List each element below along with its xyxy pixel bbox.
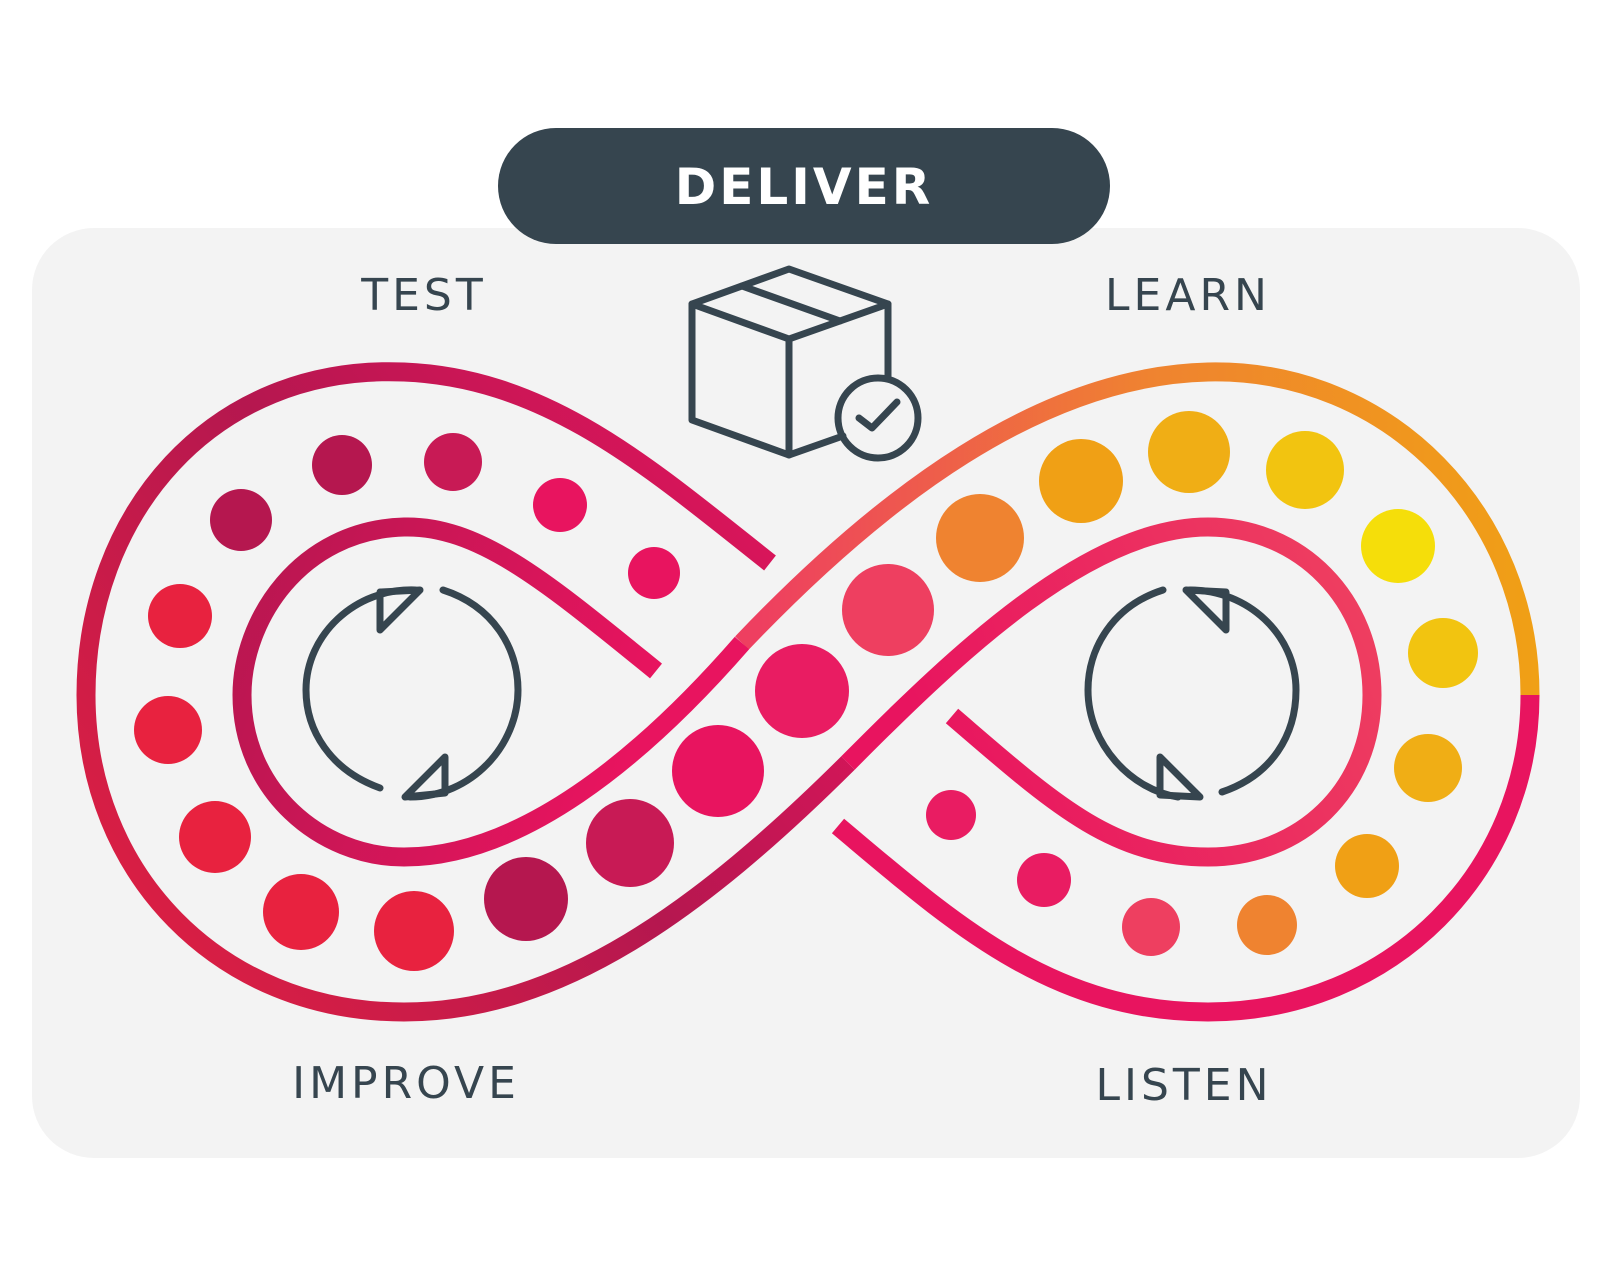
dot [1237, 895, 1297, 955]
loop-left-inner-band [232, 517, 750, 867]
refresh-cycle-icon-left [302, 586, 522, 801]
dot [672, 725, 764, 817]
dot [148, 584, 212, 648]
dot [926, 790, 976, 840]
loop-right-outer-band [735, 362, 1540, 696]
dot [1408, 618, 1478, 688]
loop-right-inner-band [841, 517, 1382, 867]
loop-right-bottom-band [831, 694, 1540, 1022]
dot [586, 799, 674, 887]
dot [424, 433, 482, 491]
stage-label-improve: IMPROVE [292, 1058, 520, 1109]
dot [1122, 898, 1180, 956]
deliver-title: DELIVER [675, 158, 933, 216]
dot [210, 489, 272, 551]
dot [1335, 834, 1399, 898]
dot [1017, 853, 1071, 907]
dot [1148, 411, 1230, 493]
stage-label-listen: LISTEN [1095, 1060, 1272, 1111]
infinity-loop [76, 362, 1540, 1022]
dot [1266, 431, 1344, 509]
dot [312, 435, 372, 495]
dot [1361, 509, 1435, 583]
dot [134, 696, 202, 764]
stage-label-learn: LEARN [1105, 270, 1271, 321]
dot [755, 644, 849, 738]
dot [533, 478, 587, 532]
loop-left-outer-band [76, 362, 855, 1022]
dot [179, 801, 251, 873]
deliver-title-pill: DELIVER [498, 128, 1110, 244]
dot [263, 874, 339, 950]
dot [936, 494, 1024, 582]
dot [628, 547, 680, 599]
dot [374, 891, 454, 971]
stage-label-test: TEST [360, 270, 486, 321]
dot [1039, 439, 1123, 523]
dot [842, 564, 934, 656]
dot [484, 857, 568, 941]
dot [1394, 734, 1462, 802]
refresh-cycle-icon-right [1084, 586, 1300, 801]
package-check-icon [688, 265, 922, 462]
loop-dots [134, 411, 1478, 971]
